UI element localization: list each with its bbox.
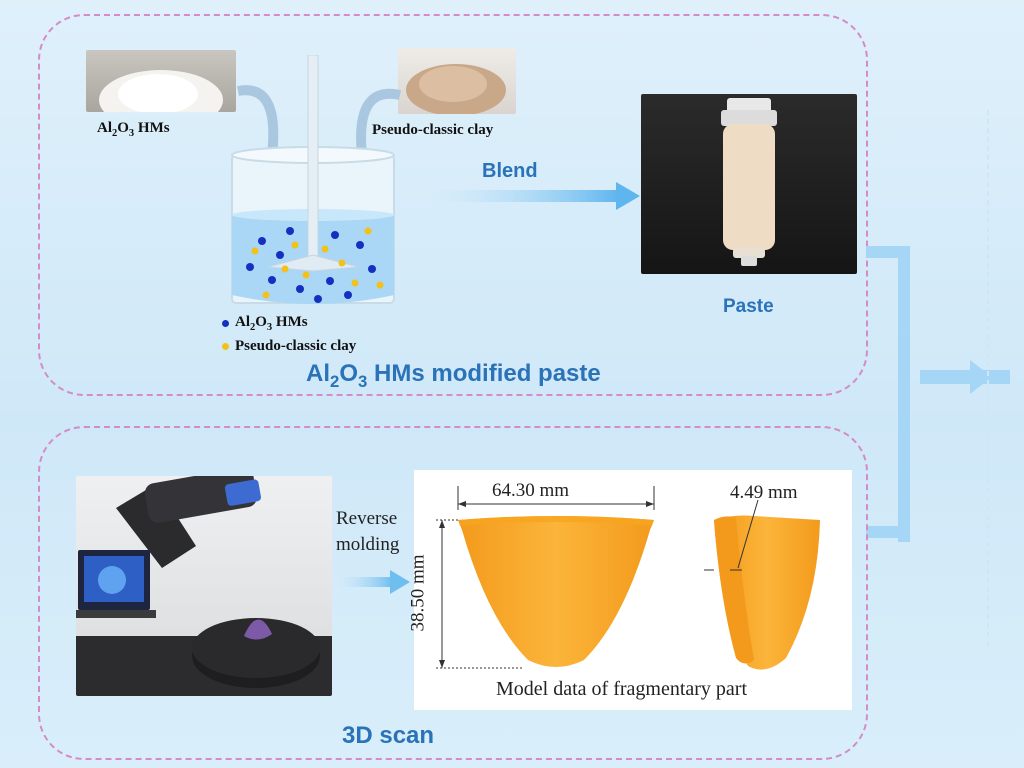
- height-dimension-label: 38.50 mm: [407, 554, 429, 632]
- legend-clay: Pseudo-classic clay: [222, 338, 356, 355]
- 3d-scanner-photo: [76, 476, 332, 696]
- alumina-dot-icon: [222, 320, 229, 327]
- paste-panel-title: Al2O3 HMs modified paste: [306, 360, 601, 391]
- model-data-figure: 64.30 mm 4.49 mm 38.50 mm Model data of …: [408, 470, 852, 710]
- reverse-molding-label-line2: molding: [336, 534, 400, 555]
- blend-label: Blend: [482, 160, 538, 182]
- alumina-caption: Al2O3 HMs: [97, 120, 170, 139]
- width-dimension-label: 64.30 mm: [492, 480, 570, 501]
- clay-dot-icon: [222, 343, 229, 350]
- alumina-powder-photo: [86, 50, 236, 112]
- fragment-front-view: [436, 486, 820, 670]
- paste-tube-photo: [641, 94, 857, 274]
- paste-preparation-panel: [38, 14, 868, 396]
- reverse-molding-arrow-icon: [336, 570, 410, 594]
- clay-caption: Pseudo-classic clay: [372, 122, 494, 138]
- connector-lines: [866, 246, 1010, 542]
- clay-powder-photo: [398, 48, 516, 114]
- thickness-dimension-label: 4.49 mm: [730, 482, 798, 503]
- model-caption: Model data of fragmentary part: [496, 678, 748, 700]
- blend-arrow-icon: [432, 182, 640, 210]
- 3d-scan-panel-title: 3D scan: [342, 722, 435, 749]
- 3d-scan-panel: [38, 426, 868, 760]
- paste-label: Paste: [723, 296, 774, 317]
- legend-alumina: Al2O3 HMs: [222, 314, 308, 333]
- right-divider: [987, 110, 989, 650]
- mixing-beaker-illustration: [231, 55, 402, 304]
- reverse-molding-label-line1: Reverse: [336, 508, 398, 529]
